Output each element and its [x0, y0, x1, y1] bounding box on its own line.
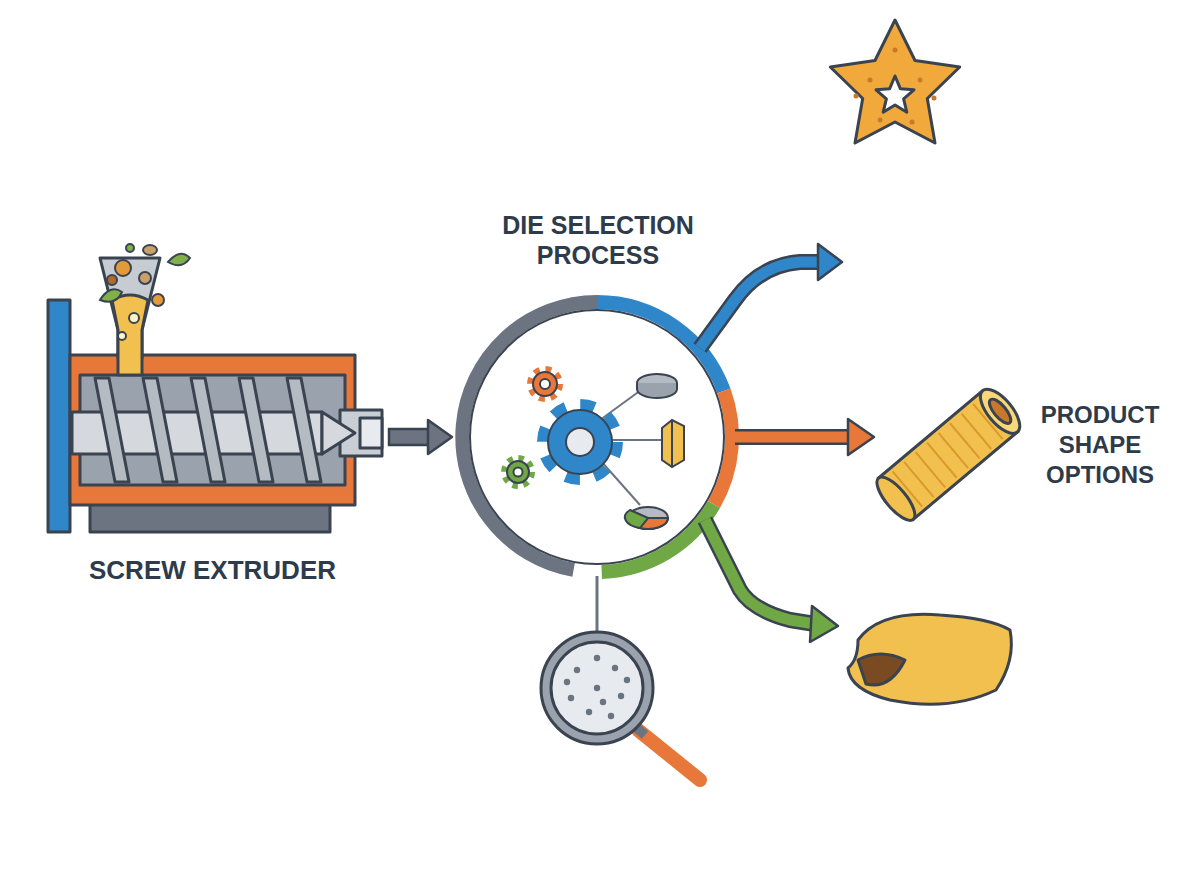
die-node: DIE SELECTION PROCESS — [458, 200, 738, 590]
node-title: DIE SELECTION PROCESS — [483, 210, 713, 270]
magnifier — [541, 576, 700, 780]
screw-extruder — [48, 258, 382, 532]
branch-arrows — [700, 244, 874, 642]
die-gears — [505, 370, 684, 529]
die-ring — [462, 302, 732, 572]
pillow-snack — [848, 614, 1011, 704]
pasta-tube — [871, 383, 1027, 526]
extruder-node: SCREW EXTRUDER — [40, 225, 385, 600]
flow-arrow — [389, 420, 452, 454]
section-label: PRODUCT SHAPE OPTIONS — [1020, 400, 1180, 490]
star-snack — [830, 20, 959, 143]
ingredients — [100, 244, 190, 340]
node-title: SCREW EXTRUDER — [89, 555, 336, 586]
